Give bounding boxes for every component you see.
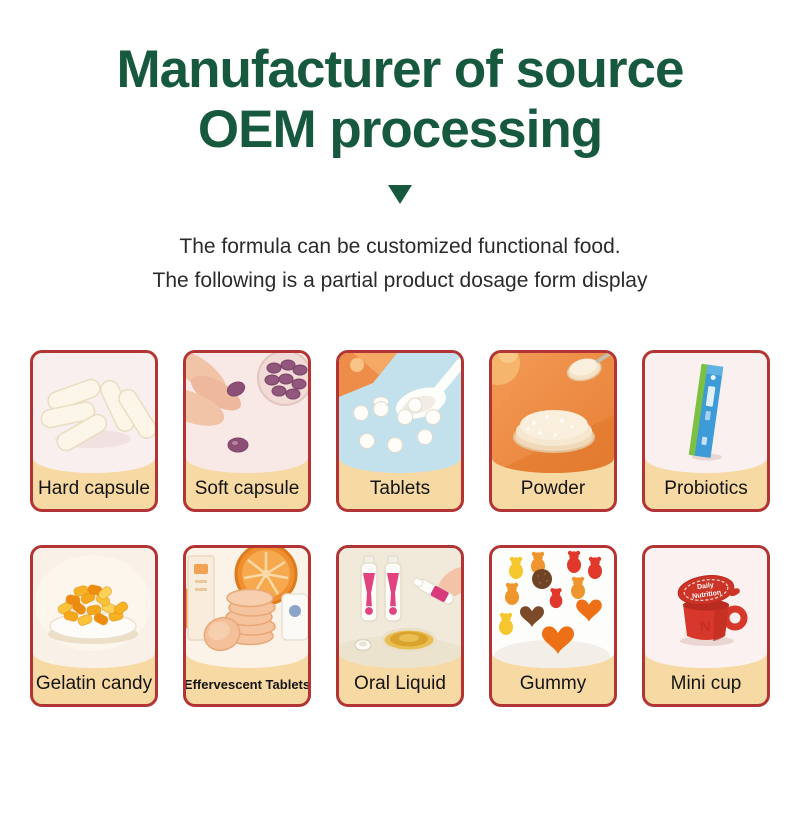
product-card-effervescent-tablets: Effervescent Tablets bbox=[183, 545, 311, 707]
product-card-tablets: Tablets bbox=[336, 350, 464, 512]
product-image-soft-capsule bbox=[186, 353, 308, 473]
product-image-hard-capsule bbox=[33, 353, 155, 473]
product-grid: Hard capsule bbox=[30, 350, 770, 707]
page-title: Manufacturer of source OEM processing bbox=[0, 40, 800, 160]
product-label-mini-cup: Mini cup bbox=[670, 673, 742, 694]
product-image-gummy bbox=[492, 548, 614, 668]
page-title-line2: OEM processing bbox=[197, 100, 603, 159]
page-subtitle: The formula can be customized functional… bbox=[0, 230, 800, 298]
product-label-gelatin-candy: Gelatin candy bbox=[35, 673, 153, 694]
product-card-soft-capsule: Soft capsule bbox=[183, 350, 311, 512]
product-image-gelatin-candy bbox=[33, 548, 155, 668]
product-card-mini-cup: N Daily Nutrition Mini cup bbox=[642, 545, 770, 707]
product-label-gummy: Gummy bbox=[519, 673, 587, 694]
product-card-gummy: Gummy bbox=[489, 545, 617, 707]
product-image-mini-cup: N Daily Nutrition bbox=[645, 548, 767, 668]
page-title-line1: Manufacturer of source bbox=[116, 40, 684, 99]
product-label-tablets: Tablets bbox=[369, 478, 431, 499]
product-label-probiotics: Probiotics bbox=[664, 478, 748, 499]
mini-cup-monogram: N bbox=[700, 618, 711, 635]
mini-cup-lid-text-line1: Daily bbox=[697, 582, 715, 591]
product-label-effervescent-tablets: Effervescent Tablets bbox=[183, 676, 311, 692]
product-card-oral-liquid: Oral Liquid bbox=[336, 545, 464, 707]
product-card-powder: Powder bbox=[489, 350, 617, 512]
promo-poster: Manufacturer of source OEM processing Th… bbox=[0, 40, 800, 840]
product-label-powder: Powder bbox=[520, 478, 586, 499]
product-image-powder bbox=[492, 353, 614, 473]
down-triangle-icon bbox=[388, 185, 412, 204]
product-label-oral-liquid: Oral Liquid bbox=[354, 673, 446, 694]
product-card-hard-capsule: Hard capsule bbox=[30, 350, 158, 512]
subtitle-line2: The following is a partial product dosag… bbox=[152, 269, 648, 292]
product-label-hard-capsule: Hard capsule bbox=[38, 478, 150, 499]
product-card-probiotics: Probiotics bbox=[642, 350, 770, 512]
product-image-oral-liquid bbox=[339, 548, 461, 668]
subtitle-line1: The formula can be customized functional… bbox=[179, 235, 621, 258]
product-image-tablets bbox=[339, 353, 461, 473]
product-image-probiotics bbox=[645, 353, 767, 473]
product-label-soft-capsule: Soft capsule bbox=[194, 478, 300, 499]
product-card-gelatin-candy: Gelatin candy bbox=[30, 545, 158, 707]
mini-cup-lid-text-line2: Nutrition bbox=[692, 589, 722, 600]
product-image-effervescent-tablets bbox=[186, 548, 308, 668]
